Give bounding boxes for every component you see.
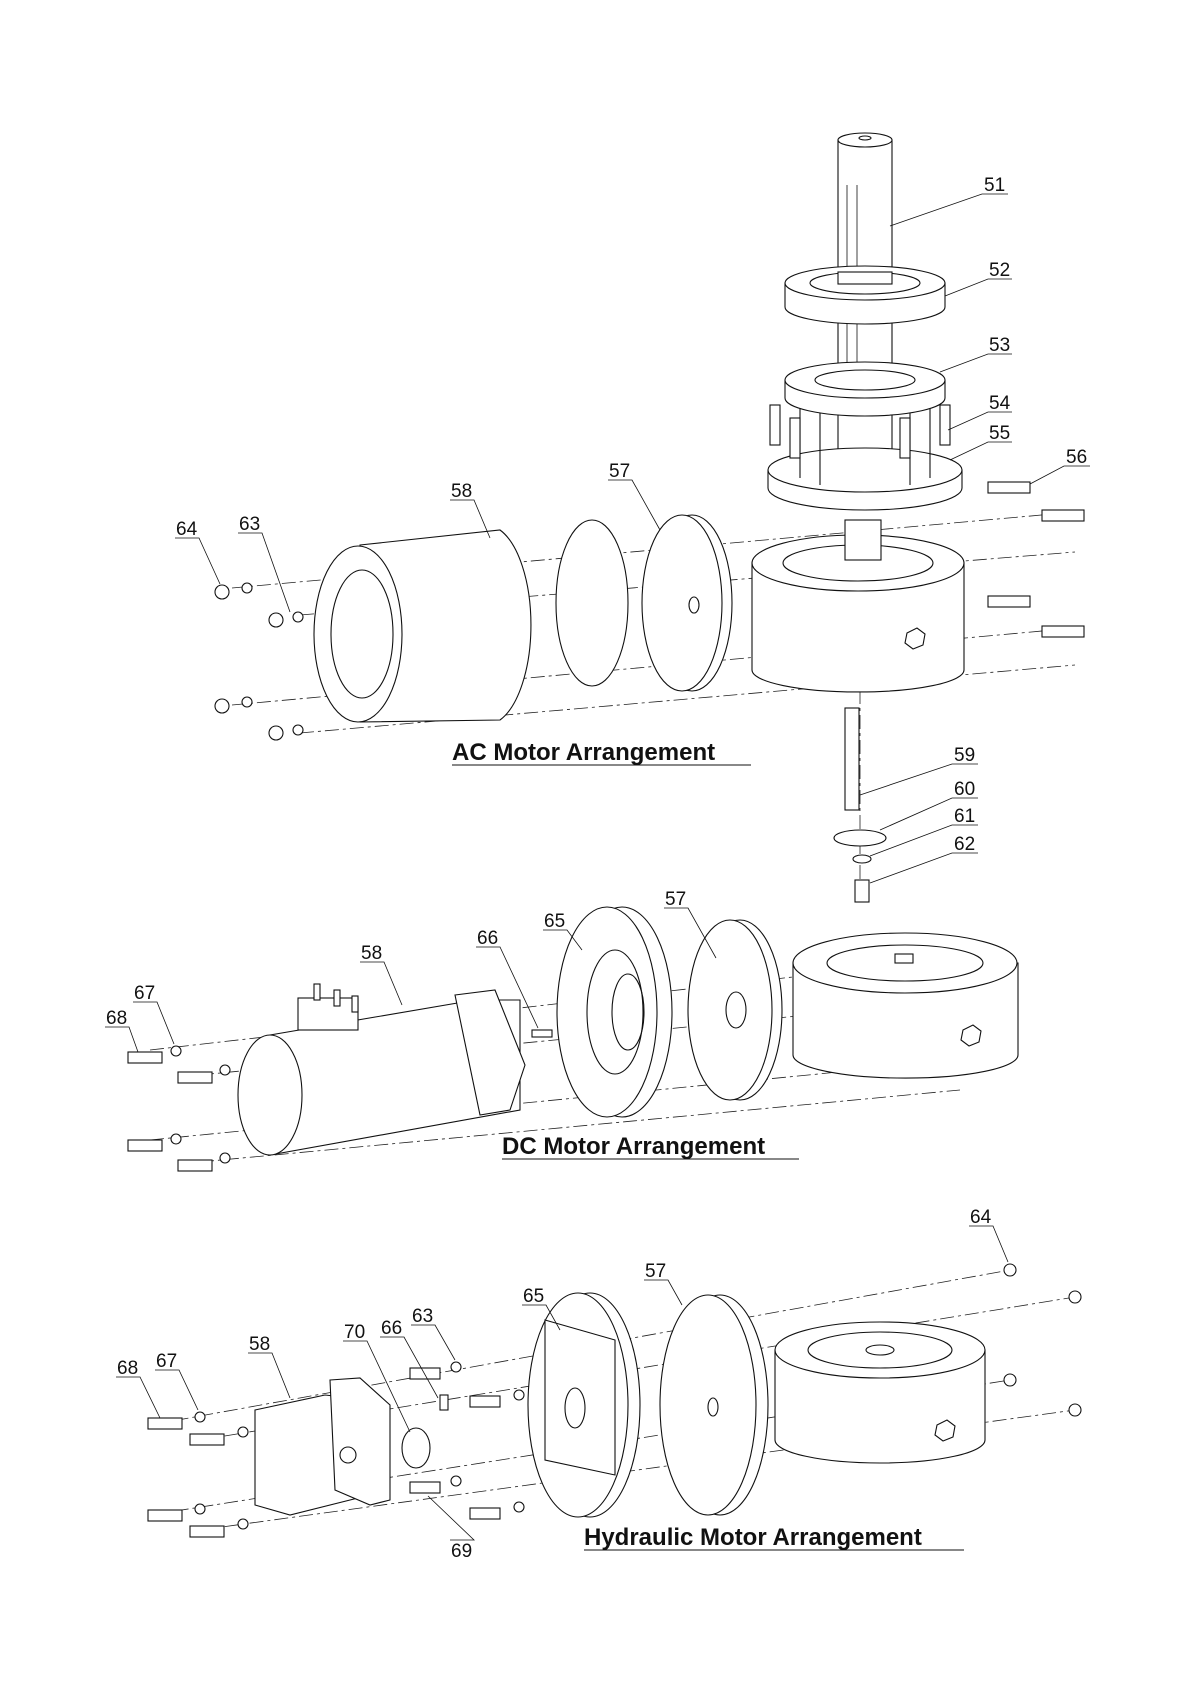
- bolts: [988, 482, 1084, 637]
- callout-59: 59: [954, 745, 975, 766]
- callout-67-dc: 67: [134, 983, 155, 1004]
- callout-63: 63: [239, 514, 260, 535]
- dc-section-title: DC Motor Arrangement: [502, 1133, 765, 1160]
- hyd-spacer: [528, 1293, 640, 1517]
- callout-54: 54: [989, 393, 1011, 414]
- hydraulic-motor: [255, 1378, 448, 1515]
- nuts-washers: [215, 583, 303, 740]
- ac-motor-arrangement: 51 52 53 54 55 56 57 58 59 60 61 62 63: [175, 133, 1090, 902]
- hydraulic-section-title: Hydraulic Motor Arrangement: [584, 1524, 922, 1551]
- callout-68-hyd: 68: [117, 1358, 138, 1379]
- callout-63-hyd: 63: [412, 1306, 433, 1327]
- dc-spacer: [557, 907, 672, 1117]
- callout-57-hyd: 57: [645, 1261, 666, 1282]
- dc-motor-arrangement: 57 58 65 66 67 68 DC Motor Arrangement: [105, 889, 1018, 1171]
- callout-64: 64: [176, 519, 198, 540]
- callout-55: 55: [989, 423, 1010, 444]
- callout-56: 56: [1066, 447, 1087, 468]
- dc-bolts: [128, 1046, 230, 1171]
- callout-66-hyd: 66: [381, 1318, 402, 1339]
- hyd-gearbox-body: [775, 1322, 985, 1463]
- callout-69-hyd: 69: [451, 1541, 472, 1562]
- bearing-ring: [785, 266, 945, 324]
- dc-adapter-plate: [688, 920, 782, 1100]
- callout-65-dc: 65: [544, 911, 565, 932]
- dc-gearbox-body: [793, 933, 1018, 1078]
- callout-62: 62: [954, 834, 975, 855]
- callout-53: 53: [989, 335, 1010, 356]
- gearbox-body: [752, 520, 964, 692]
- callout-70-hyd: 70: [344, 1322, 365, 1343]
- callout-51: 51: [984, 175, 1005, 196]
- callout-65-hyd: 65: [523, 1286, 544, 1307]
- callout-60: 60: [954, 779, 975, 800]
- callout-61: 61: [954, 806, 975, 827]
- callout-68-dc: 68: [106, 1008, 127, 1029]
- dc-motor: [238, 984, 552, 1155]
- adapter-plate: [642, 515, 732, 691]
- callout-58: 58: [451, 481, 472, 502]
- callout-67-hyd: 67: [156, 1351, 177, 1372]
- ac-section-title: AC Motor Arrangement: [452, 739, 715, 766]
- callout-52: 52: [989, 260, 1010, 281]
- callout-66-dc: 66: [477, 928, 498, 949]
- hyd-adapter-plate: [660, 1295, 768, 1515]
- callout-64-hyd: 64: [970, 1207, 992, 1228]
- callout-57: 57: [609, 461, 630, 482]
- callout-58-dc: 58: [361, 943, 382, 964]
- hydraulic-motor-arrangement: 57 58 63 64 65 66 67 68 69 70 Hydraulic …: [116, 1207, 1081, 1562]
- ac-motor: [314, 520, 628, 722]
- callout-57-dc: 57: [665, 889, 686, 910]
- callout-58-hyd: 58: [249, 1334, 270, 1355]
- ac-callouts: 51 52 53 54 55 56 57 58 59 60 61 62 63: [175, 175, 1090, 883]
